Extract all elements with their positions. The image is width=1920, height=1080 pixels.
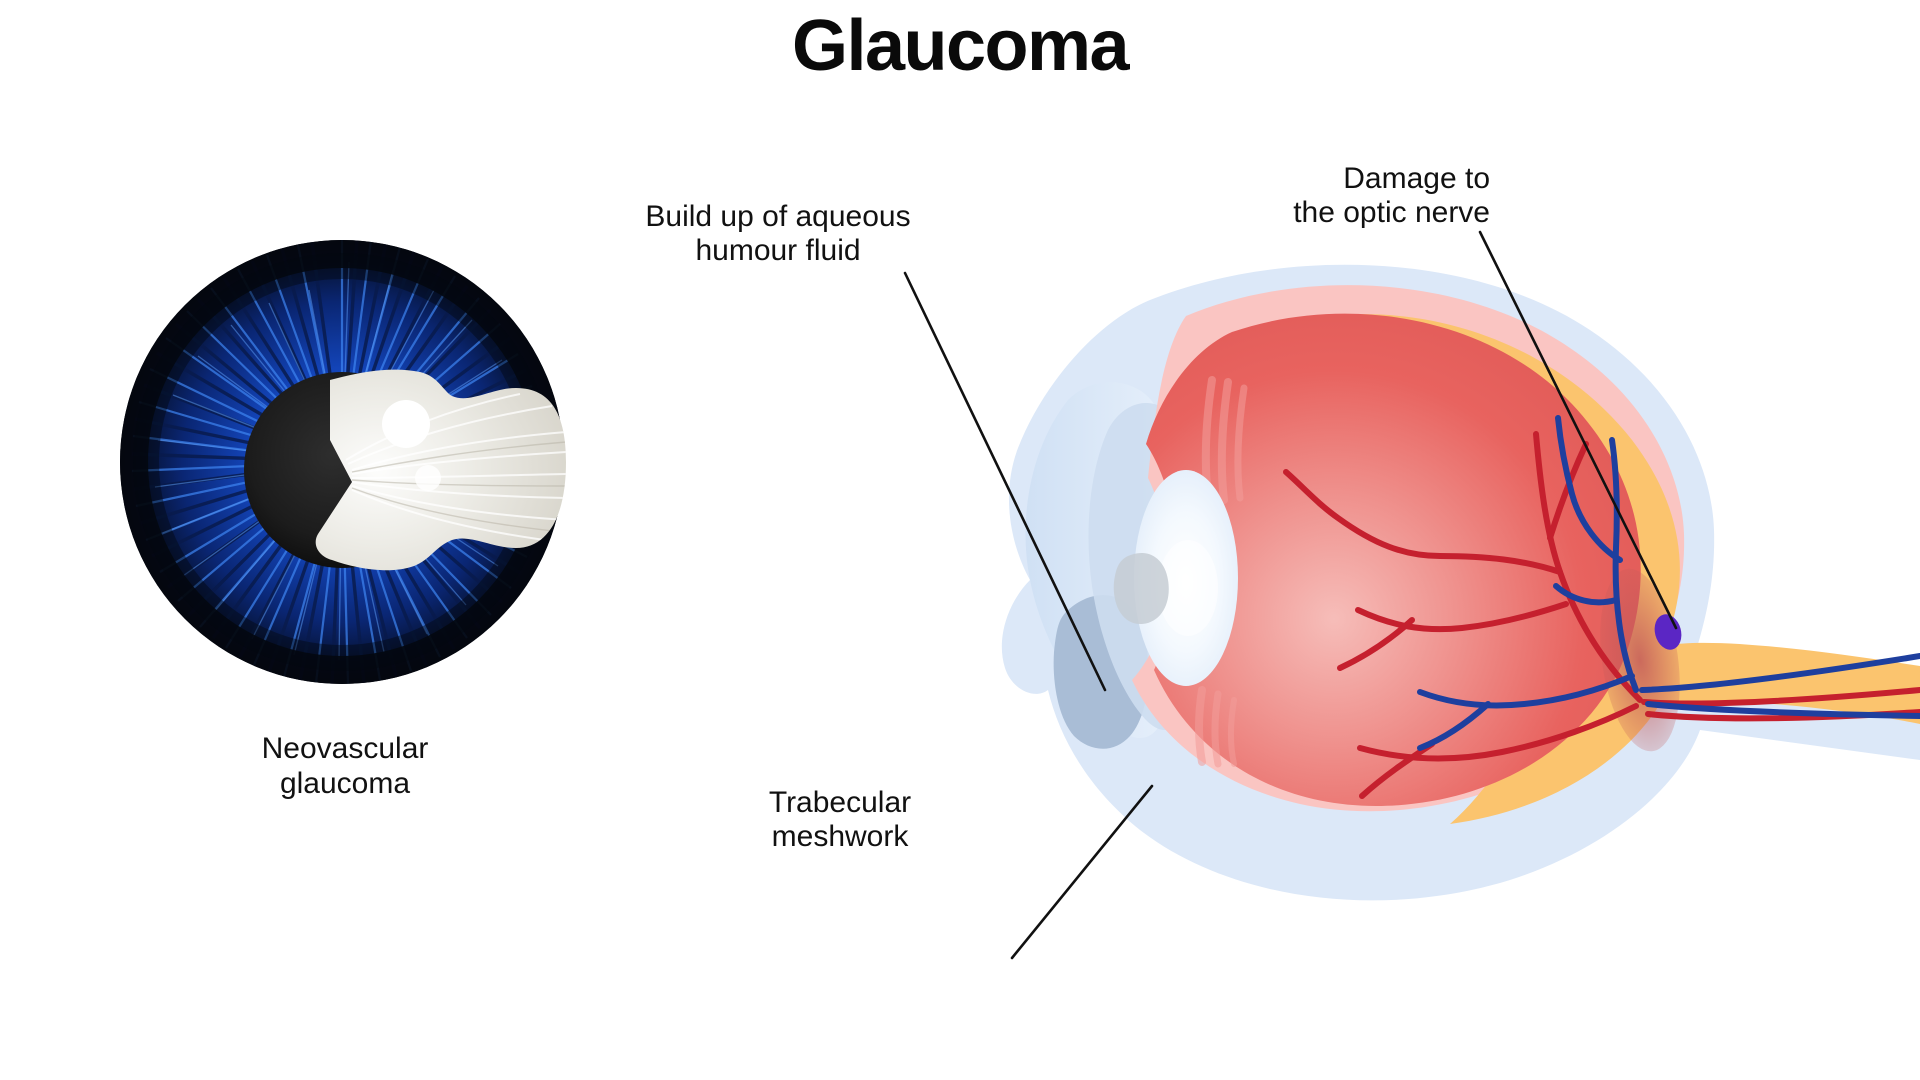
neovascular-membrane xyxy=(315,369,566,571)
anterior-chamber xyxy=(1088,402,1189,730)
ciliary-body xyxy=(1195,376,1248,768)
label-trabecular-meshwork: Trabecular meshwork xyxy=(768,786,912,853)
optic-nerve-sheath xyxy=(1300,314,1920,824)
caption-neovascular-glaucoma: Neovascular glaucoma xyxy=(261,732,429,800)
lens-inner-glow xyxy=(1158,540,1218,636)
pupil xyxy=(244,372,440,568)
leader-line-aqueous xyxy=(903,271,1107,692)
retinal-veins xyxy=(1417,415,1920,751)
retina xyxy=(1146,313,1641,806)
optic-disc xyxy=(1600,568,1680,752)
cornea xyxy=(1025,382,1173,739)
iris-group xyxy=(120,240,566,684)
lens xyxy=(1134,470,1238,686)
iris-stub xyxy=(1113,553,1169,624)
page-title: Glaucoma xyxy=(791,6,1130,86)
leader-lines xyxy=(903,230,1678,960)
iris-highlight-small xyxy=(415,465,441,491)
eye-cross-section xyxy=(1001,264,1920,901)
sclera-layer xyxy=(1001,264,1920,901)
choroid-layer xyxy=(1132,285,1685,812)
leader-line-optic-nerve xyxy=(1478,230,1678,630)
leader-line-trabecular xyxy=(1010,784,1154,960)
retinal-arteries xyxy=(1283,431,1920,799)
iris-highlight-large xyxy=(382,400,430,448)
optic-nerve-damage-spot xyxy=(1654,614,1682,650)
aqueous-humour-buildup xyxy=(1053,595,1149,749)
label-damage-to-the-optic-nerve: Damage to the optic nerve xyxy=(1293,162,1490,229)
label-build-up-of-aqueous-humour-fluid: Build up of aqueous humour fluid xyxy=(645,200,911,267)
